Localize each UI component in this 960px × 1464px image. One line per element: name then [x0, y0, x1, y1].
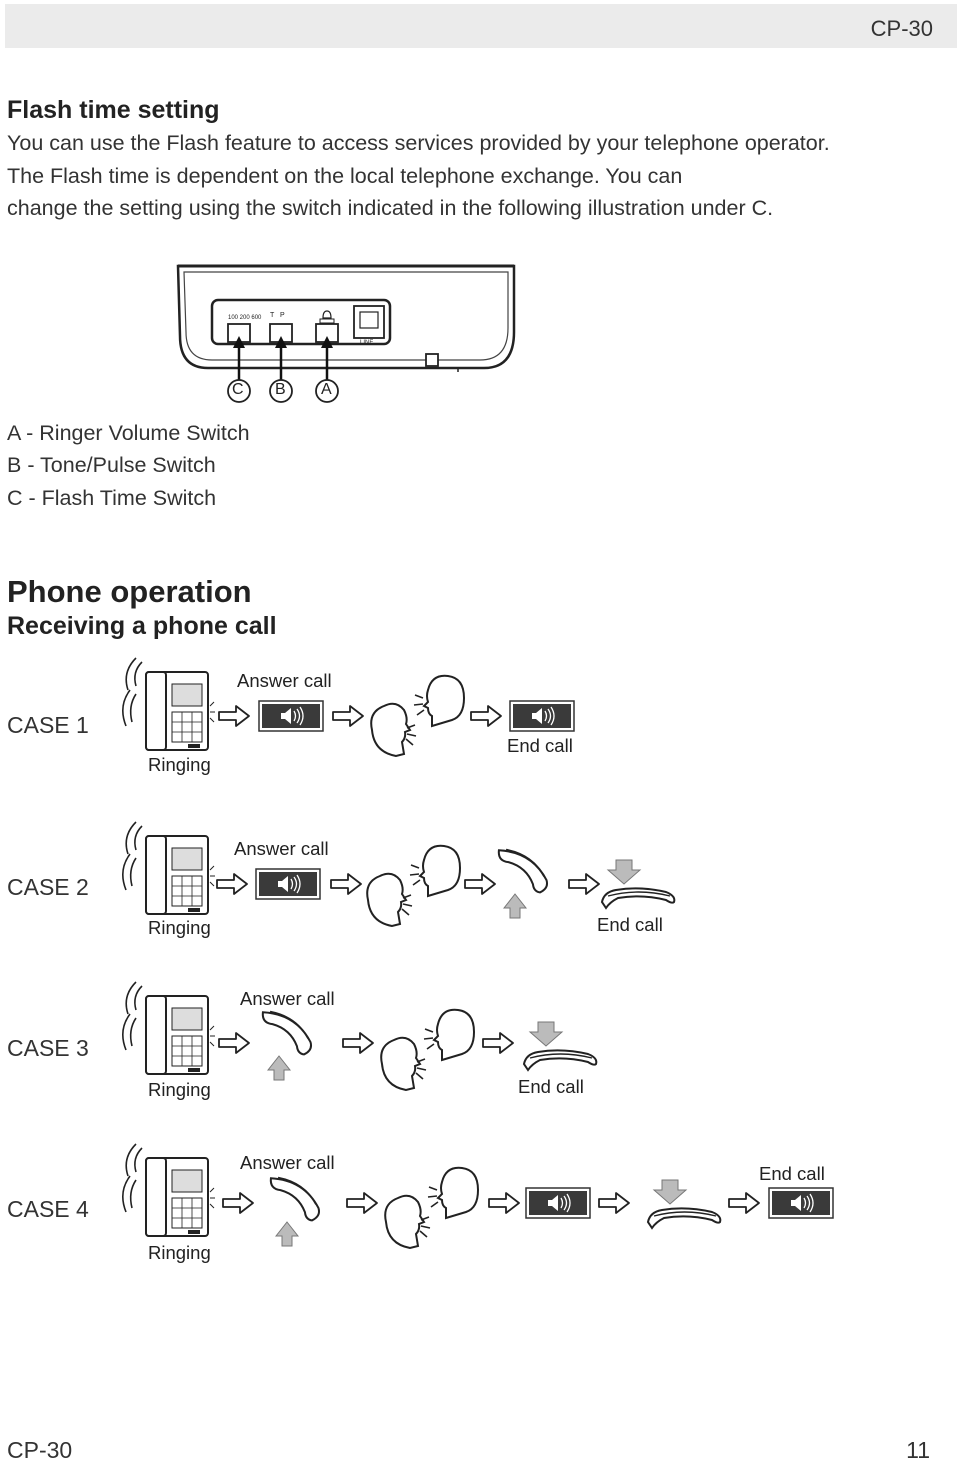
case-1-answer: Answer call — [237, 670, 332, 691]
case-1-ringing: Ringing — [148, 754, 211, 775]
ringing-phone-icon — [121, 657, 216, 751]
tone-pulse-switch-values: T P — [270, 312, 285, 319]
flow-arrow-icon — [332, 705, 364, 727]
flash-section-title: Flash time setting — [7, 96, 220, 124]
case-4-ringing: Ringing — [148, 1242, 211, 1263]
speaker-button-icon — [258, 700, 324, 732]
case-1-label: CASE 1 — [7, 712, 89, 738]
case-3-ringing: Ringing — [148, 1079, 211, 1100]
marker-a: A — [321, 381, 332, 398]
phone-operation-title: Phone operation — [7, 574, 252, 609]
flow-arrow-icon — [216, 873, 248, 895]
flash-switch-values: 100 200 600 — [228, 315, 262, 321]
flash-line-2: The Flash time is dependent on the local… — [7, 164, 683, 188]
flow-arrow-icon — [470, 705, 502, 727]
marker-b: B — [275, 381, 286, 398]
flow-arrow-icon — [222, 1192, 254, 1214]
case-4-answer: Answer call — [240, 1152, 335, 1173]
case-4-end: End call — [759, 1163, 825, 1184]
case-2-ringing: Ringing — [148, 917, 211, 938]
legend-b: B - Tone/Pulse Switch — [7, 453, 216, 477]
flow-arrow-icon — [218, 1032, 250, 1054]
talking-people-icon — [366, 844, 461, 927]
case-2-answer: Answer call — [234, 838, 329, 859]
header-bar: CP-30 — [5, 4, 957, 48]
case-3-label: CASE 3 — [7, 1035, 89, 1061]
speaker-button-icon — [509, 700, 575, 732]
flash-line-1: You can use the Flash feature to access … — [7, 131, 830, 155]
handset-hangup-icon — [647, 1179, 722, 1229]
page-number: 11 — [906, 1437, 930, 1463]
case-3-answer: Answer call — [240, 988, 335, 1009]
case-2-label: CASE 2 — [7, 874, 89, 900]
legend-a: A - Ringer Volume Switch — [7, 421, 250, 445]
speaker-button-icon — [525, 1187, 591, 1219]
ringing-phone-icon — [121, 981, 216, 1075]
case-2-end: End call — [597, 914, 663, 935]
ringing-phone-icon — [121, 1143, 216, 1237]
talking-people-icon — [370, 674, 465, 757]
speaker-button-icon — [255, 868, 321, 900]
case-1-end: End call — [507, 735, 573, 756]
flow-arrow-icon — [342, 1032, 374, 1054]
footer-model: CP-30 — [7, 1437, 73, 1463]
case-3-end: End call — [518, 1076, 584, 1097]
case-4-label: CASE 4 — [7, 1196, 89, 1222]
flow-arrow-icon — [218, 705, 250, 727]
header-model: CP-30 — [870, 16, 933, 41]
flow-arrow-icon — [488, 1192, 520, 1214]
phone-base-illustration: LINE — [176, 264, 516, 403]
handset-lift-icon — [253, 1005, 319, 1081]
legend-c: C - Flash Time Switch — [7, 486, 217, 510]
handset-lift-icon — [489, 843, 555, 919]
handset-lift-icon — [261, 1171, 327, 1247]
flow-arrow-icon — [346, 1192, 378, 1214]
receiving-call-subtitle: Receiving a phone call — [7, 612, 277, 640]
talking-people-icon — [384, 1166, 479, 1249]
flow-arrow-icon — [568, 873, 600, 895]
marker-c: C — [232, 381, 244, 398]
flow-arrow-icon — [482, 1032, 514, 1054]
flow-arrow-icon — [728, 1192, 760, 1214]
ringing-phone-icon — [121, 821, 216, 915]
flash-line-3: change the setting using the switch indi… — [7, 196, 774, 220]
handset-hangup-icon — [523, 1021, 598, 1071]
flow-arrow-icon — [330, 873, 362, 895]
talking-people-icon — [380, 1008, 475, 1091]
handset-hangup-icon — [601, 859, 676, 909]
svg-text:LINE: LINE — [360, 340, 373, 346]
speaker-button-icon — [768, 1187, 834, 1219]
flow-arrow-icon — [598, 1192, 630, 1214]
